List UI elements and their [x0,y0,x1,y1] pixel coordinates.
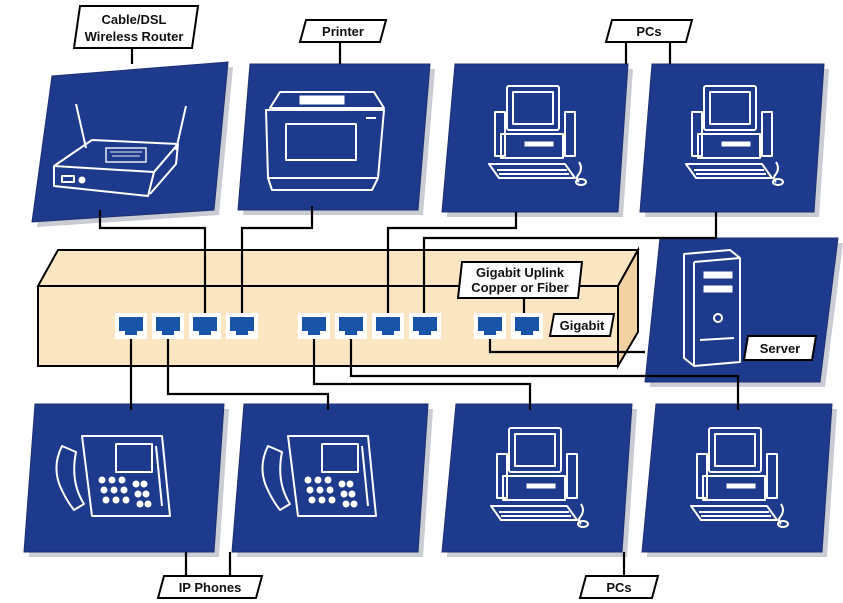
uplink-label-line2: Copper or Fiber [471,280,569,295]
router-label-line1: Cable/DSL [101,12,166,27]
label-router: Cable/DSL Wireless Router [72,5,200,49]
router-label-line2: Wireless Router [85,29,184,44]
label-printer: Printer [298,19,388,43]
pc-tile-bottom-2 [641,403,833,553]
port-2 [152,313,184,339]
server-label: Server [760,341,800,356]
ip-phones-label: IP Phones [179,580,242,595]
pcs-bottom-label: PCs [606,580,631,595]
port-4 [226,313,258,339]
port-6 [335,313,367,339]
wireless-router-icon [53,103,187,197]
port-7 [372,313,404,339]
port-5 [298,313,330,339]
pc-tile-top-2 [639,63,825,213]
port-3 [189,313,221,339]
gigabit-port-1 [474,313,506,339]
label-gigabit: Gigabit [548,313,616,337]
port-1 [115,313,147,339]
gigabit-port-2 [511,313,543,339]
printer-tile [237,63,431,211]
tower-server-icon [683,249,741,367]
pc-tile-top-1 [441,63,629,213]
label-uplink: Gigabit Uplink Copper or Fiber [456,261,584,299]
device-tiles [23,61,843,557]
printer-label: Printer [322,24,364,39]
pcs-top-label: PCs [636,24,661,39]
label-pcs-top: PCs [604,19,694,43]
printer-icon [265,91,385,191]
port-8 [409,313,441,339]
cables [98,42,740,576]
label-pcs-bottom: PCs [578,575,660,599]
switch-ports [115,313,543,339]
pc-tile-bottom-1 [441,403,633,553]
gigabit-label: Gigabit [560,318,605,333]
label-ip-phones: IP Phones [156,575,264,599]
label-server: Server [742,335,818,361]
uplink-label-line1: Gigabit Uplink [476,265,565,280]
